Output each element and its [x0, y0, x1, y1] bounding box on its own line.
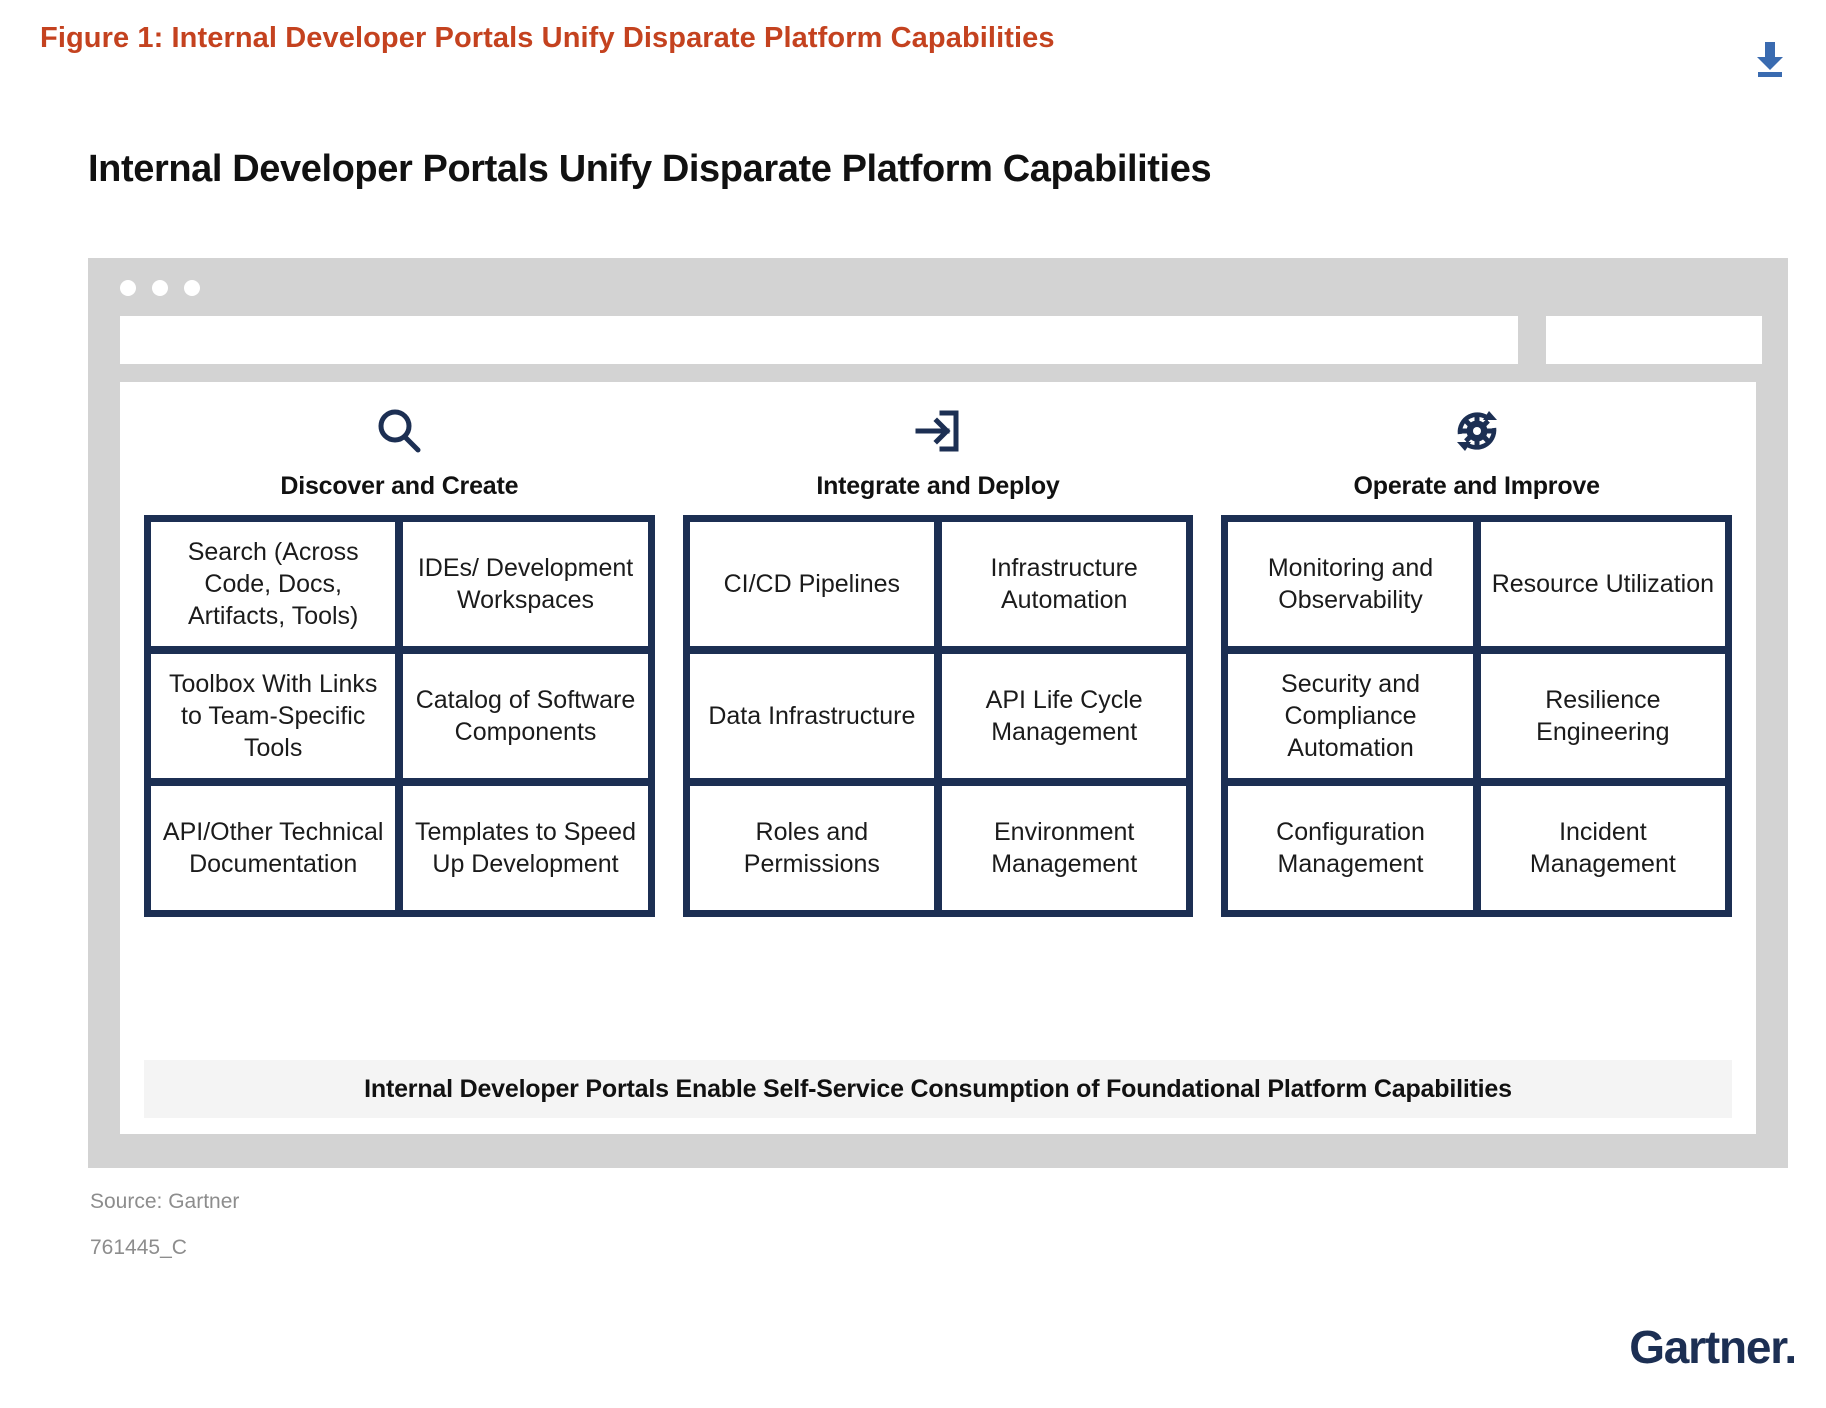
capability-cell[interactable]: CI/CD Pipelines: [689, 522, 935, 646]
column-discover-and-create: Discover and Create Search (Across Code,…: [144, 398, 655, 917]
capability-row: Monitoring and Observability Resource Ut…: [1228, 522, 1726, 646]
capability-label: Toolbox With Links to Team-Specific Tool…: [168, 670, 378, 762]
capability-label: Resilience Engineering: [1536, 686, 1670, 746]
capability-panel: Monitoring and Observability Resource Ut…: [1221, 515, 1733, 917]
source-label: Source: Gartner: [90, 1190, 240, 1213]
capability-label: Data Infrastructure: [708, 702, 916, 730]
browser-viewport: Discover and Create Search (Across Code,…: [120, 382, 1756, 1134]
capability-row: Security and Compliance Automation Resil…: [1228, 654, 1726, 778]
capability-panel: CI/CD Pipelines Infrastructure Automatio…: [682, 515, 1194, 917]
browser-mockup: Discover and Create Search (Across Code,…: [88, 258, 1788, 1168]
download-button[interactable]: [1742, 30, 1798, 86]
arrow-into-bracket-icon: [683, 398, 1194, 464]
capability-label: CI/CD Pipelines: [723, 570, 901, 598]
window-dot-2: [152, 280, 168, 296]
capability-label: Resource Utilization: [1491, 570, 1715, 598]
address-bar[interactable]: [120, 316, 1518, 364]
capability-label: Security and Compliance Automation: [1281, 670, 1420, 762]
capability-cell[interactable]: API Life Cycle Management: [942, 654, 1187, 778]
capability-cell[interactable]: Resource Utilization: [1480, 522, 1726, 646]
capability-row: CI/CD Pipelines Infrastructure Automatio…: [689, 522, 1187, 646]
capability-label: API Life Cycle Management: [985, 686, 1143, 746]
capability-label: Incident Management: [1529, 818, 1676, 878]
page-title: Figure 1: Internal Developer Portals Uni…: [40, 22, 1055, 54]
capability-label: Environment Management: [991, 818, 1138, 878]
capability-cell[interactable]: IDEs/ Development Workspaces: [403, 522, 648, 646]
column-integrate-and-deploy: Integrate and Deploy CI/CD Pipelines Inf…: [682, 398, 1194, 917]
capability-cell[interactable]: Monitoring and Observability: [1228, 522, 1473, 646]
capability-cell[interactable]: API/Other Technical Documentation: [151, 786, 396, 910]
figure-heading: Internal Developer Portals Unify Dispara…: [88, 148, 1212, 190]
capability-label: Roles and Permissions: [743, 818, 880, 878]
capability-label: API/Other Technical Documentation: [162, 818, 384, 878]
capability-label: Search (Across Code, Docs, Artifacts, To…: [187, 538, 359, 630]
capability-row: Toolbox With Links to Team-Specific Tool…: [151, 654, 648, 778]
capability-row: Search (Across Code, Docs, Artifacts, To…: [151, 522, 648, 646]
capability-cell[interactable]: Incident Management: [1480, 786, 1726, 910]
figure-id: 761445_C: [90, 1236, 187, 1259]
capability-label: IDEs/ Development Workspaces: [417, 554, 634, 614]
capability-cell[interactable]: Toolbox With Links to Team-Specific Tool…: [151, 654, 396, 778]
footer-banner: Internal Developer Portals Enable Self-S…: [144, 1060, 1732, 1118]
capability-label: Monitoring and Observability: [1267, 554, 1434, 614]
capability-row: Data Infrastructure API Life Cycle Manag…: [689, 654, 1187, 778]
capability-panel: Search (Across Code, Docs, Artifacts, To…: [144, 515, 655, 917]
browser-toolbar: [120, 316, 1762, 364]
capability-label: Infrastructure Automation: [990, 554, 1138, 614]
toolbar-secondary-field[interactable]: [1546, 316, 1762, 364]
capability-row: Configuration Management Incident Manage…: [1228, 786, 1726, 910]
gartner-logo: Gartner.: [1629, 1321, 1797, 1373]
capability-cell[interactable]: Resilience Engineering: [1480, 654, 1726, 778]
capability-columns: Discover and Create Search (Across Code,…: [144, 398, 1733, 917]
search-icon: [144, 398, 655, 464]
column-operate-and-improve: Operate and Improve Monitoring and Obser…: [1221, 398, 1733, 917]
window-dot-1: [120, 280, 136, 296]
capability-cell[interactable]: Roles and Permissions: [689, 786, 935, 910]
capability-cell[interactable]: Security and Compliance Automation: [1228, 654, 1473, 778]
capability-cell[interactable]: Catalog of Software Components: [403, 654, 648, 778]
capability-label: Catalog of Software Components: [415, 686, 636, 746]
column-title: Integrate and Deploy: [816, 472, 1060, 500]
capability-cell[interactable]: Templates to Speed Up Development: [403, 786, 648, 910]
capability-label: Templates to Speed Up Development: [415, 818, 636, 878]
download-icon: [1748, 36, 1792, 80]
capability-cell[interactable]: Data Infrastructure: [689, 654, 935, 778]
gear-refresh-icon: [1221, 398, 1732, 464]
capability-cell[interactable]: Infrastructure Automation: [942, 522, 1187, 646]
window-dot-3: [184, 280, 200, 296]
capability-cell[interactable]: Environment Management: [942, 786, 1187, 910]
window-dots: [120, 280, 200, 296]
capability-row: Roles and Permissions Environment Manage…: [689, 786, 1187, 910]
capability-cell[interactable]: Configuration Management: [1228, 786, 1473, 910]
capability-row: API/Other Technical Documentation Templa…: [151, 786, 648, 910]
column-title: Operate and Improve: [1353, 472, 1600, 500]
capability-cell[interactable]: Search (Across Code, Docs, Artifacts, To…: [151, 522, 396, 646]
capability-label: Configuration Management: [1276, 818, 1425, 878]
column-title: Discover and Create: [280, 472, 519, 500]
